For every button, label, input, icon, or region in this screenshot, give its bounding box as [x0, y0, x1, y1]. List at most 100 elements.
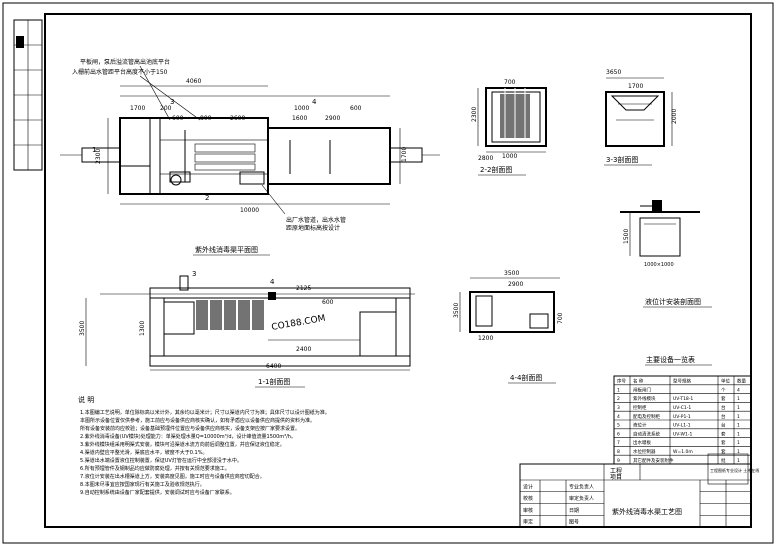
title-block-label: 专业负责人: [569, 483, 594, 490]
table-cell: 台: [721, 422, 726, 429]
notes-line-6: 4.渠道内壁应平整光滑，渠底应水平，坡度不大于0.1%。: [80, 449, 207, 456]
notes-line-1: 1.本图编工艺说明，单位除标高以米计外，其余均以毫米计；尺寸以渠道内尺寸为准；具…: [80, 409, 330, 416]
title-stamp: 工程图纸专业设计 土木在线: [710, 467, 759, 473]
table-cell: 4: [737, 387, 740, 393]
table-cell: 1: [737, 405, 740, 411]
table-header-cell: 单位: [721, 378, 730, 385]
section-2-2: 700 2300 1000 2800 2-2剖面图: [471, 79, 547, 176]
notes-heading: 说 明: [78, 395, 94, 404]
table-cell: 2: [617, 396, 620, 402]
dim-sec2-2800: 2800: [478, 155, 493, 162]
title-block-label: 审定负责人: [569, 495, 594, 502]
dim-sensor-1500: 1500: [623, 229, 630, 244]
plan-note-top-1: 平板闸，泵后溢流管高出池底平台: [80, 58, 170, 66]
table-cell: 批: [721, 457, 726, 464]
sensor-title: 液位计安装剖面图: [645, 297, 701, 306]
table-header-cell: 序号: [617, 378, 626, 385]
table-cell: 9: [617, 458, 620, 464]
table-cell: 7: [617, 440, 620, 446]
title-project-label: 工程: [610, 467, 622, 475]
dim-sec4-2900: 2900: [508, 281, 523, 288]
title-block: 工程 项目 工程图纸专业设计 土木在线 设计专业负责人校核审定负责人审核日期审定…: [519, 453, 759, 528]
dim-sec1-600: 600: [322, 299, 334, 306]
title-block-label: 审定: [523, 519, 533, 526]
binding-strip: [13, 19, 43, 171]
table-cell: 台: [721, 413, 726, 420]
table-cell: UV-P1-1: [673, 414, 691, 420]
sec1-mark-4: 4: [270, 278, 275, 286]
dim-sec1-2400: 2400: [296, 346, 311, 353]
title-drawing-title: 紫外线消毒水渠工艺图: [612, 507, 682, 516]
notes-line-7: 5.渠道出水端设置液位控制装置，保证UV灯管在运行中全部浸没于水中。: [80, 457, 242, 464]
sec1-mark-3: 3: [192, 270, 196, 278]
dim-plan-600b: 600: [350, 105, 362, 112]
table-cell: UV-C1-1: [673, 405, 691, 411]
table-cell: 1: [617, 387, 620, 393]
table-cell: UV-W1-1: [673, 431, 692, 437]
title-block-label: 校核: [523, 495, 533, 502]
table-cell: 1: [737, 396, 740, 402]
dim-plan-2900: 2900: [325, 115, 340, 122]
dim-plan-left-h: 2300: [95, 149, 102, 164]
notes-line-9: 7.液位计安装在出水槽渠道上方，安装高度见图，施工时应与设备供应商密切配合。: [80, 473, 265, 480]
plan-mark-4: 4: [312, 98, 317, 106]
table-cell: 闸板闸门: [633, 386, 651, 393]
plan-note-top-2: 入栅前出水管距平台高度不小于150: [72, 68, 168, 76]
dim-sec3-1700: 1700: [628, 83, 643, 90]
table-cell: 8: [617, 449, 620, 455]
notes-line-3: 所有设备安装前均应校验；设备基础预埋件位置应与设备供应商核实，设备支架应按厂家要…: [80, 425, 300, 432]
dim-sec4-3500: 3500: [504, 270, 519, 277]
table-cell: 1: [737, 449, 740, 455]
dim-plan-200: 200: [160, 105, 172, 112]
table-cell: 紫外线模块: [633, 395, 656, 402]
dim-plan-1000: 1000: [294, 105, 309, 112]
sheet-outer-border: [2, 2, 774, 544]
sec1-title: 1-1剖面图: [258, 377, 290, 386]
watermark: CO188.COM: [271, 314, 326, 333]
table-cell: 配电及控制柜: [633, 413, 660, 420]
table-cell: 其它配件及安装附件: [633, 457, 674, 464]
dim-sec2-700: 700: [504, 79, 516, 86]
dim-plan-top: 4060: [186, 78, 201, 85]
sec2-title: 2-2剖面图: [480, 165, 512, 174]
design-notes: 说 明 1.本图编工艺说明，单位除标高以米计外，其余均以毫米计；尺寸以渠道内尺寸…: [78, 395, 330, 496]
title-block-label: 设计: [523, 483, 533, 490]
table-header-cell: 名 称: [633, 378, 644, 385]
sec4-title: 4-4剖面图: [510, 373, 542, 382]
notes-line-5: 3.紫外线模块组采用明渠式安装，模块可沿渠道水流方向前后调整位置，并应保证液位稳…: [80, 441, 285, 448]
table-cell: 套: [721, 448, 726, 455]
plan-uv-modules: [169, 143, 265, 185]
table-cell: 6: [617, 431, 620, 437]
dim-sec1-1300: 1300: [139, 321, 146, 336]
table-cell: 1: [737, 414, 740, 420]
dim-sec1-3500: 3500: [79, 321, 86, 336]
plan-note-right-2: 距原地面标高按设计: [286, 224, 340, 232]
table-cell: 1: [737, 458, 740, 464]
table-cell: 液位计: [633, 422, 647, 429]
table-header-cell: 型号规格: [673, 378, 691, 385]
table-cell: UV-L1-1: [673, 423, 691, 429]
sec1-uv-racks: [196, 300, 264, 330]
notes-line-2: 本图所示设备位置仅供参考，施工前应与设备供应商核实确认，如有矛盾应以设备供应商提…: [80, 417, 315, 424]
table-cell: 出水堰板: [633, 439, 651, 446]
title-project-label2: 项目: [610, 474, 622, 481]
dim-plan-1600: 1600: [292, 115, 307, 122]
table-header-cell: 数量: [737, 378, 746, 385]
sheet-inner-border: [44, 13, 752, 528]
section-3-3: 3650 1700 2000 3-3剖面图: [604, 69, 678, 166]
table-cell: 1: [737, 423, 740, 429]
table-cell: 1: [737, 440, 740, 446]
table-cell: 4: [617, 414, 620, 420]
table-cell: 水位控制器: [633, 448, 656, 455]
section-1-1: 2125 2400 600 1300 3500 6400 1-1剖面图: [79, 275, 415, 388]
dim-sensor-1000: 1000×1000: [644, 262, 674, 268]
table-cell: 1: [737, 431, 740, 437]
notes-line-8: 6.所有预埋管件及钢制品均应做防腐处理，并按有关规范要求施工。: [80, 465, 230, 472]
dim-sec4-3500v: 3500: [453, 303, 460, 318]
table-cell: 3: [617, 405, 620, 411]
dim-sec4-700: 700: [557, 312, 564, 324]
sec2-uv-rack: [500, 88, 530, 138]
table-cell: 套: [721, 395, 726, 402]
